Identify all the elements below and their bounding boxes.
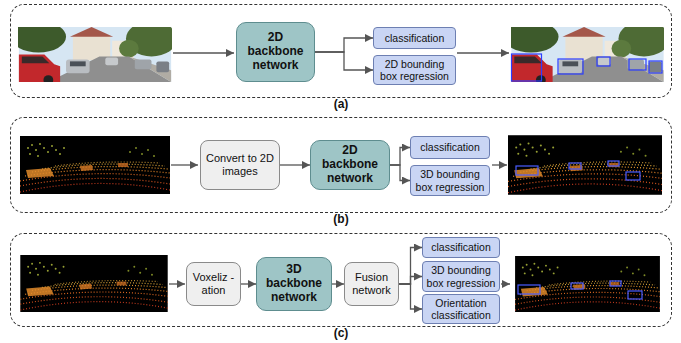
box-label: 2D backbone network — [237, 31, 314, 72]
process-box: Convert to 2D images — [200, 140, 280, 190]
detection-boxes — [516, 161, 640, 180]
box-label: 2D backbone network — [311, 144, 389, 185]
box-label: Convert to 2D images — [201, 152, 279, 177]
backbone-box: 3D backbone network — [256, 257, 332, 311]
output-head-box: classification — [373, 27, 456, 49]
output-head-box: classification — [410, 136, 490, 159]
detection-boxes — [512, 54, 663, 81]
lidar-scan-detections — [515, 256, 660, 312]
flow-arrow — [390, 165, 410, 181]
flow-arrow — [280, 164, 310, 165]
flow-arrow — [399, 277, 422, 285]
backbone-box: 2D backbone network — [236, 22, 315, 82]
flow-arrow — [399, 284, 422, 309]
street-photo-detections — [504, 21, 670, 85]
panel-label: (b) — [11, 213, 671, 226]
box-label: classification — [411, 141, 489, 153]
lidar-scan — [20, 136, 170, 194]
dashed-panel: (b)Convert to 2D images2D backbone netwo… — [10, 117, 672, 213]
output-head-box: 3D bounding box regression — [422, 261, 500, 291]
process-box: Voxeliz -ation — [186, 262, 241, 306]
lidar-scan — [20, 255, 167, 312]
box-label: 2D bounding box regression — [374, 58, 455, 82]
box-label: Fusion network — [345, 271, 398, 296]
box-label: 3D bounding box regression — [411, 168, 489, 192]
flow-arrow — [169, 283, 185, 284]
flow-arrow — [171, 164, 198, 165]
process-box: Fusion network — [344, 262, 399, 306]
detection-boxes — [518, 281, 642, 299]
output-head-box: classification — [422, 237, 500, 258]
dashed-panel: (a)2D backbone networkclassification2D b… — [10, 4, 672, 98]
street-photo — [11, 21, 177, 85]
panel-label: (a) — [11, 98, 671, 111]
dashed-panel: (c)Voxeliz -ation3D backbone networkFusi… — [10, 233, 672, 327]
box-label: Orientation classification — [423, 297, 499, 321]
lidar-scan-detections — [508, 135, 662, 195]
output-head-box: 3D bounding box regression — [410, 165, 490, 195]
flow-arrow — [173, 52, 234, 53]
flow-arrow — [315, 38, 373, 52]
box-label: 3D backbone network — [257, 263, 331, 304]
flow-arrow — [492, 164, 507, 165]
box-label: Voxeliz -ation — [187, 271, 240, 296]
flow-arrow — [390, 148, 410, 166]
box-label: classification — [374, 32, 455, 44]
flow-arrow — [501, 283, 510, 284]
panel-label: (c) — [11, 327, 671, 340]
flow-arrow — [241, 283, 256, 284]
output-head-box: Orientation classification — [422, 294, 500, 324]
flow-arrow — [399, 248, 422, 285]
backbone-box: 2D backbone network — [310, 140, 390, 190]
output-head-box: 2D bounding box regression — [373, 55, 456, 85]
box-label: classification — [423, 241, 499, 253]
flow-arrow — [332, 283, 344, 284]
box-label: 3D bounding box regression — [423, 264, 499, 288]
flow-arrow — [315, 52, 373, 70]
flow-arrow — [457, 52, 509, 53]
